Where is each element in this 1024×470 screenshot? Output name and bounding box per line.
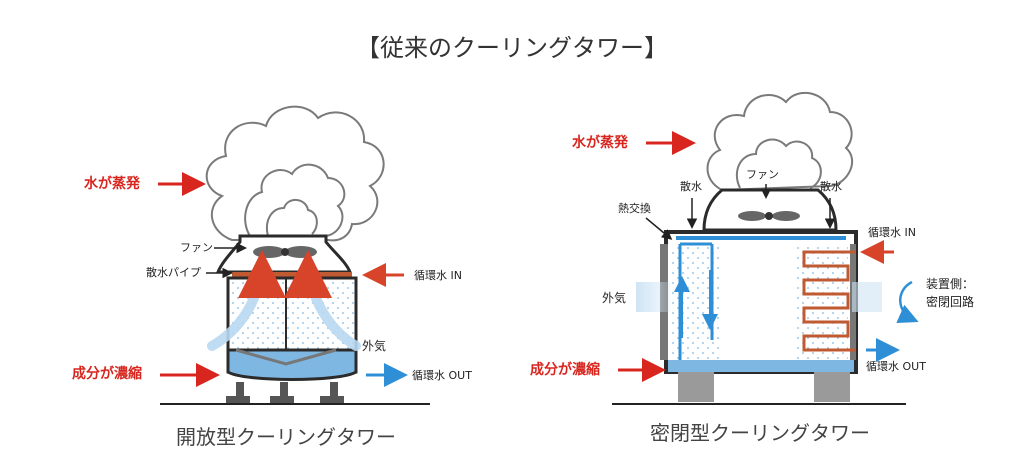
label-spray-right: 散水 [820, 179, 842, 193]
label-fan: ファン [180, 241, 213, 254]
tower-legs [226, 382, 344, 404]
label-water-out: 循環水 OUT [412, 369, 472, 382]
steam-cloud [706, 92, 853, 192]
label-water-in: 循環水 IN [868, 226, 916, 239]
page-title: 【従来のクーリングタワー】 [356, 34, 668, 62]
label-water-out: 循環水 OUT [866, 360, 926, 373]
label-fan: ファン [746, 168, 779, 181]
label-evaporate: 水が蒸発 [572, 134, 629, 151]
label-spray-pipe: 散水パイプ [146, 265, 201, 279]
open-tower-caption: 開放型クーリングタワー [176, 425, 396, 449]
closed-circuit-coil [802, 250, 856, 352]
water-basin [668, 360, 854, 372]
open-cooling-tower: 水が蒸発 ファン 散水パイプ 循環水 IN 外気 成分が濃縮 循環水 OUT 開… [72, 105, 472, 449]
label-device-side: 装置側： [926, 277, 974, 291]
label-heat-exchange: 熱交換 [618, 201, 651, 215]
label-outside-air: 外気 [602, 290, 626, 305]
label-water-in: 循環水 IN [414, 269, 462, 282]
steam-cloud [205, 105, 385, 242]
label-concentrate: 成分が濃縮 [72, 365, 142, 382]
label-evaporate: 水が蒸発 [84, 175, 141, 192]
label-spray-left: 散水 [680, 179, 702, 193]
label-closed-circuit: 密閉回路 [926, 294, 974, 309]
label-concentrate: 成分が濃縮 [530, 361, 600, 378]
fan-housing [702, 188, 838, 232]
fan-icon [738, 211, 800, 221]
tower-legs [678, 372, 850, 402]
closed-cooling-tower: 水が蒸発 ファン 散水 散水 熱交換 循環水 IN 装置側： 密閉回路 外気 成… [530, 92, 974, 445]
label-outside-air: 外気 [362, 338, 386, 353]
circulation-arrow-icon [896, 280, 919, 324]
closed-tower-caption: 密閉型クーリングタワー [650, 421, 870, 445]
